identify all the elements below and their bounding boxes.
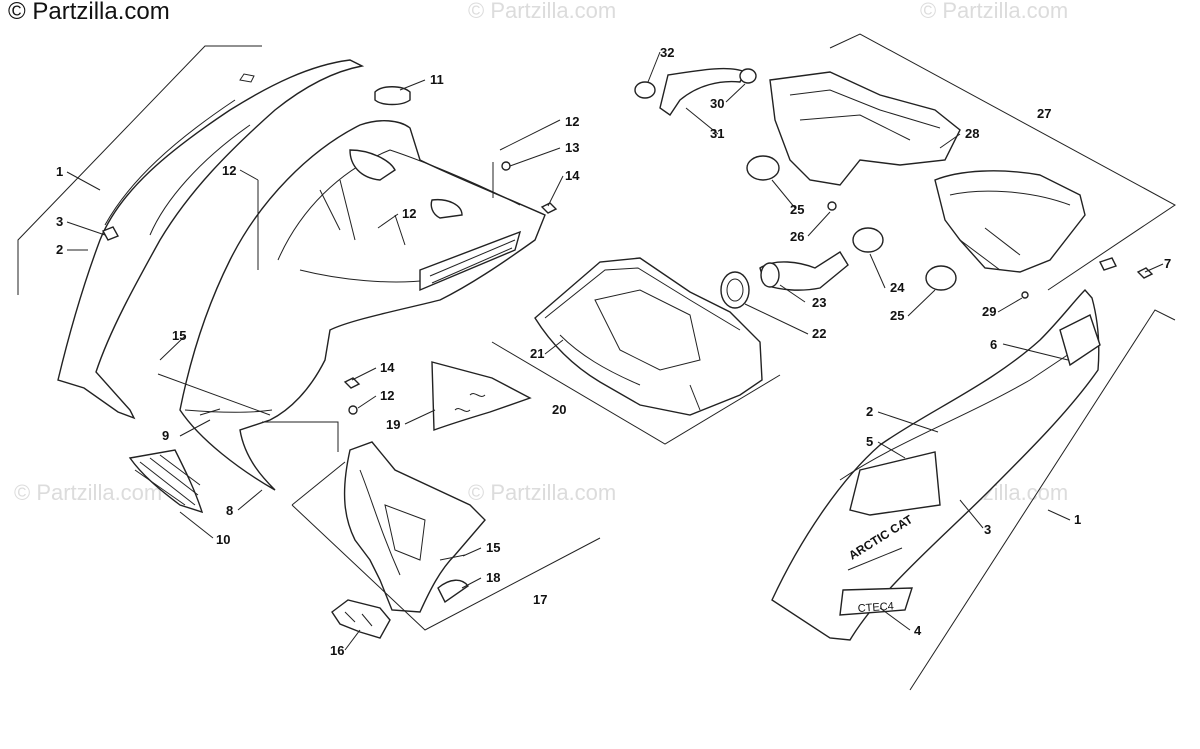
rod-15-left (157, 373, 271, 416)
callout-14-top: 14 (565, 168, 580, 183)
hose-31 (659, 67, 746, 116)
callout-14-lower: 14 (380, 360, 395, 375)
decal-model-text: CTEC4 (857, 601, 894, 615)
callout-12-mid: 12 (402, 206, 416, 221)
callout-30: 30 (710, 96, 724, 111)
callout-5: 5 (866, 434, 873, 449)
callout-16: 16 (330, 643, 344, 658)
callout-6: 6 (990, 337, 997, 352)
callout-7: 7 (1164, 256, 1171, 271)
screw-12-lower (348, 405, 358, 415)
screw-7-intake (1099, 257, 1117, 271)
boot-25-lower (925, 265, 957, 291)
callout-27: 27 (1037, 106, 1051, 121)
callout-8: 8 (226, 503, 233, 518)
lower-bracket (331, 441, 486, 639)
clip-14-upper (540, 202, 558, 214)
callout-20: 20 (552, 402, 566, 417)
watermark-mid-left: © Partzilla.com (14, 480, 163, 505)
watermark-mid-center: © Partzilla.com (468, 480, 617, 505)
callout-25-lower: 25 (890, 308, 904, 323)
nose-cowl (179, 120, 546, 491)
clip-14-lower (343, 377, 361, 389)
grommet-11 (374, 86, 411, 106)
callout-25-upper: 25 (790, 202, 804, 217)
intake-silencer (769, 71, 1086, 273)
callout-18: 18 (486, 570, 500, 585)
callout-4: 4 (914, 623, 922, 638)
callout-3-left: 3 (56, 214, 63, 229)
right-side-panel (771, 288, 1101, 641)
callout-12-left: 12 (222, 163, 236, 178)
callout-1-left: 1 (56, 164, 63, 179)
callout-32: 32 (660, 45, 674, 60)
callout-11: 11 (430, 72, 444, 87)
callout-21: 21 (530, 346, 544, 361)
screw-29 (1021, 291, 1029, 299)
leader-lines (66, 51, 1164, 651)
callout-22: 22 (812, 326, 826, 341)
callout-3-right: 3 (984, 522, 991, 537)
callout-10: 10 (216, 532, 230, 547)
screw-26 (827, 201, 837, 211)
watermark-top-center: © Partzilla.com (468, 0, 617, 23)
callout-12-lower: 12 (380, 388, 394, 403)
callout-15-left: 15 (172, 328, 186, 343)
callout-9: 9 (162, 428, 169, 443)
fitting-30 (739, 68, 757, 84)
callout-26: 26 (790, 229, 804, 244)
callout-28: 28 (965, 126, 979, 141)
callout-23: 23 (812, 295, 826, 310)
left-side-panel (57, 59, 365, 420)
callout-1-right: 1 (1074, 512, 1081, 527)
callout-31: 31 (710, 126, 724, 141)
clamp-24 (852, 227, 884, 253)
callout-17: 17 (533, 592, 547, 607)
callout-24: 24 (890, 280, 905, 295)
partzilla-brand-watermark: © Partzilla.com (8, 0, 170, 25)
callout-13: 13 (565, 140, 579, 155)
callout-2-right: 2 (866, 404, 873, 419)
air-box (534, 257, 763, 416)
callout-15-lower: 15 (486, 540, 500, 555)
intake-tube-23 (759, 251, 849, 291)
rod-15-lower (439, 554, 466, 561)
callout-19: 19 (386, 417, 400, 432)
callout-2-left: 2 (56, 242, 63, 257)
watermark-top-right: © Partzilla.com (920, 0, 1069, 23)
callout-12-top: 12 (565, 114, 579, 129)
clamp-32 (634, 81, 656, 99)
nut-13 (501, 161, 511, 171)
callout-29: 29 (982, 304, 996, 319)
boot-25-upper (746, 155, 780, 181)
boot-22 (720, 271, 750, 309)
callout-labels: 1 3 2 11 12 13 14 12 12 15 14 12 9 8 10 … (56, 45, 1171, 658)
